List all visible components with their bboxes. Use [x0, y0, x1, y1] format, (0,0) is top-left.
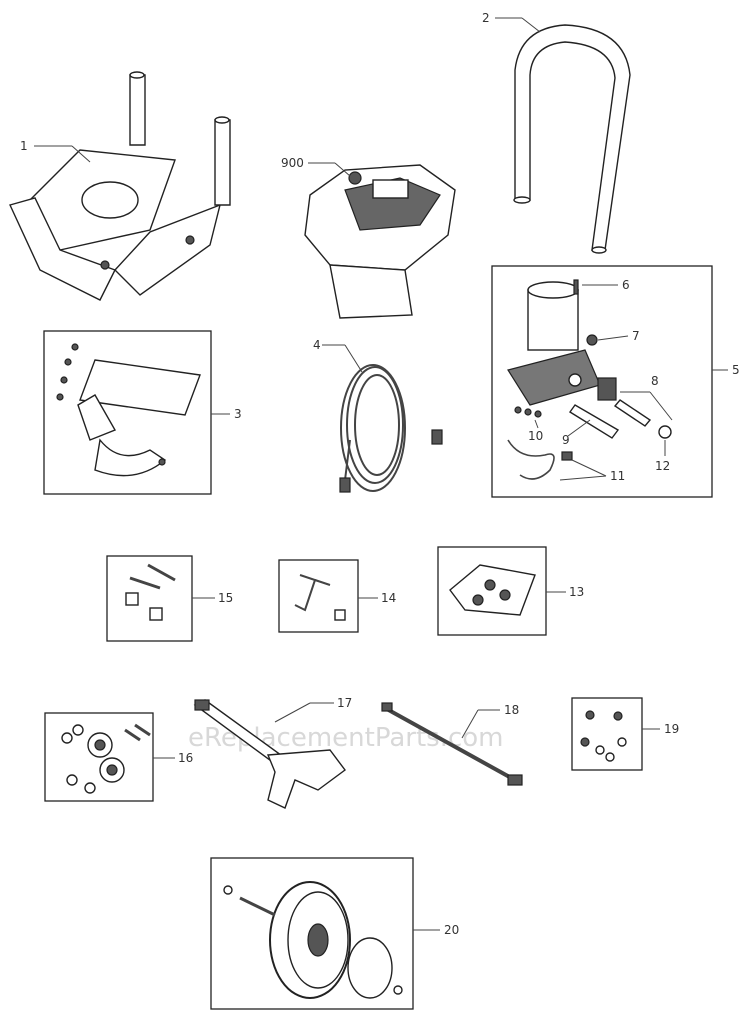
part-13-bag [449, 564, 536, 616]
box-15 [106, 555, 193, 642]
leader-2b [521, 17, 541, 33]
callout-13: 13 [569, 585, 584, 599]
part-6 [573, 279, 579, 295]
leader-10 [534, 419, 539, 429]
part-2-handle [513, 24, 631, 254]
part-20-wheel [223, 881, 403, 999]
part-7 [586, 334, 598, 346]
box-3 [43, 330, 212, 495]
leader-11 [571, 459, 607, 477]
callout-9: 9 [562, 433, 570, 447]
leader-7 [597, 335, 629, 341]
callout-15: 15 [218, 591, 233, 605]
part-17-spray-gun [193, 699, 346, 809]
leader-17b [274, 702, 311, 723]
leader-9 [567, 419, 591, 437]
leader-8b [649, 391, 673, 421]
part-10 [514, 406, 542, 418]
callout-19: 19 [664, 722, 679, 736]
box-16 [44, 712, 154, 802]
callout-10: 10 [528, 429, 543, 443]
callout-18: 18 [504, 703, 519, 717]
leader-4b [344, 344, 363, 373]
part-5-pump [507, 281, 617, 406]
callout-16: 16 [178, 751, 193, 765]
callout-4: 4 [313, 338, 321, 352]
callout-20: 20 [444, 923, 459, 937]
callout-12: 12 [655, 459, 670, 473]
callout-2: 2 [482, 11, 490, 25]
box-14 [278, 559, 359, 633]
callout-6: 6 [622, 278, 630, 292]
callout-1: 1 [20, 139, 28, 153]
callout-11: 11 [610, 469, 625, 483]
part-1-frame [9, 71, 231, 301]
callout-3: 3 [234, 407, 242, 421]
callout-7: 7 [632, 329, 640, 343]
leader-18b [461, 709, 479, 739]
box-20 [210, 857, 414, 1010]
box-5 [491, 265, 713, 498]
leader-900b [334, 162, 351, 177]
part-9 [568, 404, 620, 439]
leader-11b [559, 475, 607, 481]
part-16-bearings [61, 723, 151, 794]
part-18-wand [381, 702, 523, 786]
callout-900: 900 [281, 156, 304, 170]
callout-8: 8 [651, 374, 659, 388]
callout-5: 5 [732, 363, 740, 377]
callout-17: 17 [337, 696, 352, 710]
part-15-bolts [125, 563, 176, 621]
part-14-clip [294, 574, 346, 621]
box-19 [571, 697, 643, 771]
part-12 [658, 425, 672, 439]
leader-1b [71, 145, 91, 163]
part-3-bracket [56, 343, 201, 477]
box-13 [437, 546, 547, 636]
callout-14: 14 [381, 591, 396, 605]
part-8 [613, 399, 652, 427]
part-900-engine [304, 164, 456, 319]
part-11 [507, 439, 555, 480]
part-4-hose [339, 364, 443, 493]
part-19-fasteners [580, 710, 627, 762]
